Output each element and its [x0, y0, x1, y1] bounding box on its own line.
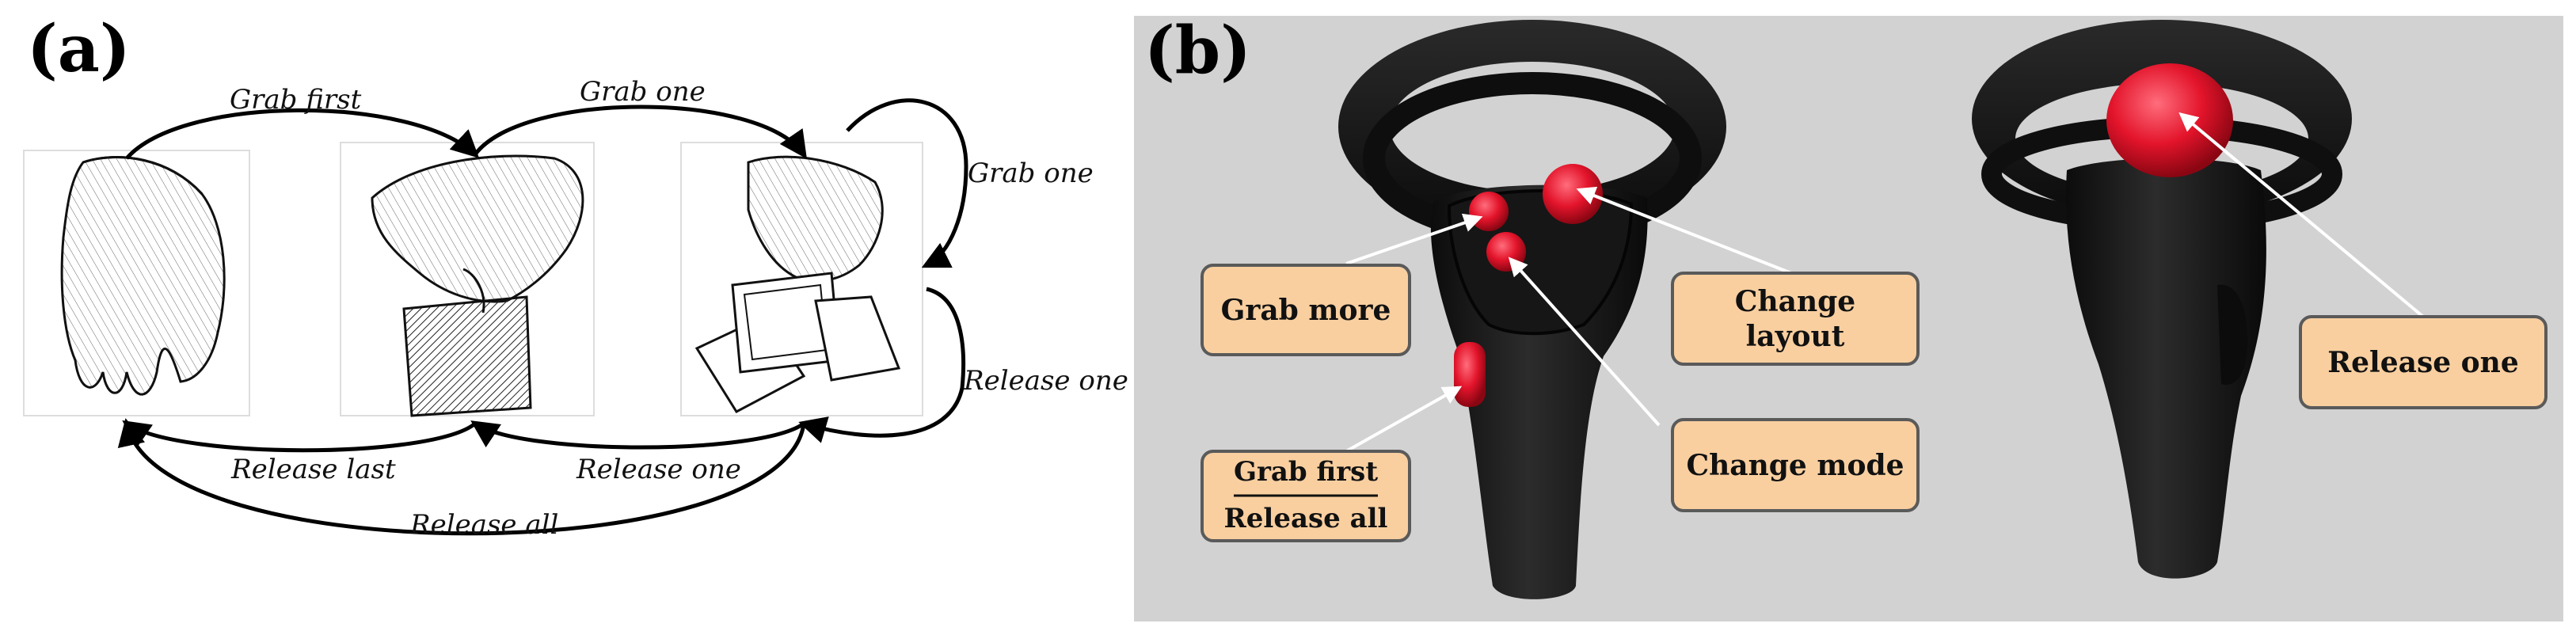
face-button-grab-more[interactable]: [1469, 192, 1509, 231]
arrow-release-one-loop: [798, 287, 965, 443]
label-grab-one-top: Grab one: [580, 76, 706, 108]
label-release-all: Release all: [409, 509, 558, 541]
callout-change-mode: Change mode: [1671, 418, 1920, 512]
face-button-change-layout[interactable]: [1543, 164, 1603, 224]
leader-grab-first: [1345, 386, 1463, 453]
label-release-one-bottom: Release one: [576, 454, 741, 485]
leader-grab-more: [1345, 213, 1483, 265]
arrow-release-all: [117, 418, 806, 536]
panel-b-label: (b): [1144, 13, 1251, 89]
svg-text:Grab first: Grab first: [1234, 456, 1378, 488]
leader-lines: [1345, 112, 2425, 453]
label-release-one-loop: Release one: [963, 365, 1128, 397]
arrow-release-last: [122, 420, 477, 453]
arrow-grab-one-top: [474, 105, 807, 159]
label-grab-one-loop: Grab one: [968, 158, 1094, 189]
panel-a: (a): [23, 11, 1128, 541]
hand-grabbing-one-card-illustration: [340, 142, 595, 417]
svg-text:layout: layout: [1746, 320, 1845, 353]
transition-arrows: [117, 98, 968, 536]
svg-text:Release one: Release one: [2327, 346, 2519, 379]
callout-grab-first-release-all: Grab first Release all: [1200, 450, 1411, 542]
controller-front-view: [1338, 20, 1726, 599]
panel-a-label: (a): [27, 11, 131, 87]
leader-change-mode: [1508, 257, 1661, 427]
label-release-last: Release last: [230, 454, 396, 485]
open-hand-illustration: [23, 150, 250, 416]
callout-change-layout: Change layout: [1671, 272, 1920, 366]
svg-text:Change mode: Change mode: [1686, 449, 1904, 482]
svg-text:Grab more: Grab more: [1221, 294, 1391, 327]
label-grab-first: Grab first: [230, 84, 362, 116]
svg-text:Release all: Release all: [1224, 503, 1388, 534]
grip-button-grab-first[interactable]: [1454, 342, 1486, 407]
face-button-change-mode[interactable]: [1486, 232, 1526, 272]
arrow-release-one-bottom: [470, 420, 805, 450]
arrow-grab-one-loop: [846, 98, 968, 268]
trigger-button-release-one[interactable]: [2106, 63, 2233, 177]
panel-b: (b): [1134, 13, 2563, 621]
leader-change-layout: [1576, 186, 1792, 275]
arrow-grab-first: [125, 108, 480, 160]
callout-release-one: Release one: [2299, 315, 2547, 409]
svg-text:Change: Change: [1735, 285, 1855, 318]
controller-rear-view: [1972, 20, 2352, 579]
callout-grab-more: Grab more: [1200, 264, 1411, 356]
leader-release-one: [2178, 112, 2425, 318]
side-grip-nub: [2217, 284, 2248, 385]
hand-grabbing-multiple-cards-illustration: [680, 142, 923, 416]
